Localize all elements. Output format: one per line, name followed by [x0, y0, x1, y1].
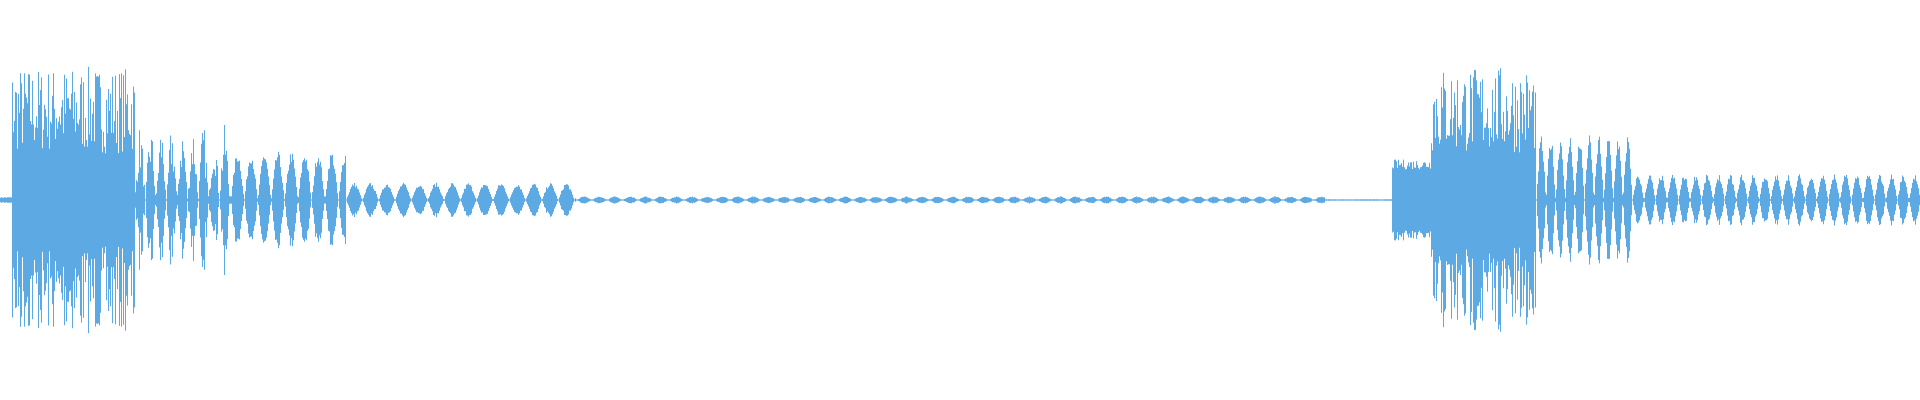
waveform-samples [0, 66, 1920, 334]
